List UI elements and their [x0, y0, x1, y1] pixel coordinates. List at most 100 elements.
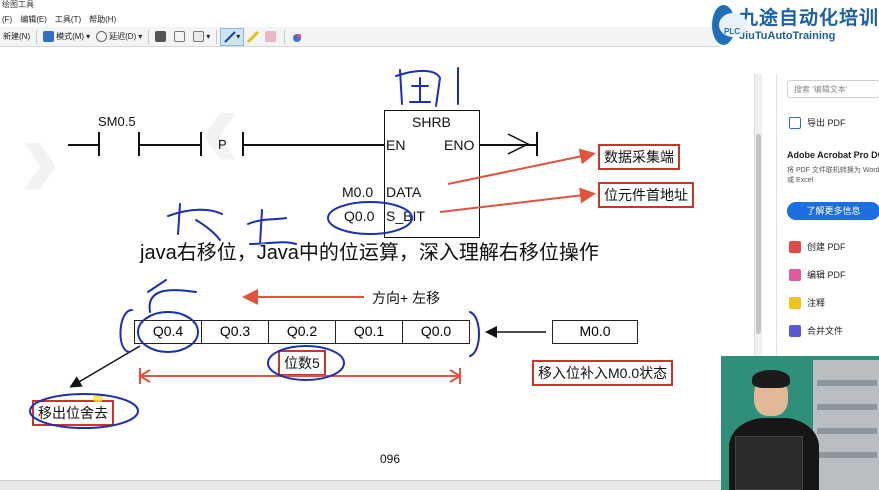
export-pdf-icon — [789, 116, 801, 129]
mode-icon — [43, 31, 55, 42]
rig-row — [817, 380, 877, 386]
logo-badge-text: PLC — [724, 27, 740, 36]
rig-row — [817, 428, 877, 434]
combine-files-item[interactable]: 合并文件 — [789, 324, 843, 337]
send-icon — [193, 31, 205, 42]
save-button[interactable] — [152, 28, 171, 46]
mode-button[interactable]: 模式(M) ▾ — [40, 28, 93, 46]
toolbar-divider — [216, 29, 218, 44]
save-icon — [155, 31, 167, 42]
plc-badge-icon: PLC — [712, 5, 747, 45]
contact-label: SM0.5 — [98, 114, 136, 129]
clock-icon — [96, 31, 108, 42]
sbit-pin: S_BIT — [386, 208, 425, 224]
edit-pdf-icon — [789, 268, 801, 281]
create-pdf-item[interactable]: 创建 PDF — [789, 240, 846, 253]
p-contact-left-bar — [200, 132, 202, 156]
en-pin: EN — [386, 137, 406, 153]
toolbar-divider — [284, 29, 286, 44]
shift-out-arrow — [69, 345, 141, 388]
menu-help[interactable]: 帮助(H) — [89, 14, 117, 24]
chevron-down-icon[interactable]: ▾ — [138, 32, 143, 41]
create-pdf-icon — [789, 240, 801, 253]
combine-files-label: 合并文件 — [807, 326, 844, 336]
data-pin: DATA — [386, 184, 422, 200]
new-label: 新建(N) — [3, 32, 31, 41]
rung-wire — [138, 144, 200, 146]
window-title: 绘图工具 — [0, 0, 879, 12]
rung-wire — [242, 144, 384, 146]
rung-end-bar — [536, 132, 538, 156]
combine-files-icon — [789, 324, 801, 337]
watermark-shape: ‹ — [200, 60, 240, 194]
chevron-down-icon[interactable]: ▾ — [236, 32, 241, 41]
copy-button[interactable] — [171, 28, 190, 46]
highlighter-icon — [247, 30, 260, 43]
direction-label: 方向+ 左移 — [372, 290, 441, 306]
chevron-down-icon[interactable]: ▾ — [206, 32, 211, 41]
send-button[interactable]: ▾ — [190, 28, 213, 46]
contact-left-bar — [98, 132, 100, 156]
learn-more-button[interactable]: 了解更多信息 — [787, 202, 879, 220]
register-cell: Q0.0 — [402, 320, 470, 344]
menu-bar: (F) 编辑(E) 工具(T) 帮助(H) — [0, 12, 879, 26]
eraser-button[interactable] — [262, 28, 281, 46]
shift-out-note: 移出位舍去 — [32, 400, 114, 426]
chevron-down-icon[interactable]: ▾ — [86, 32, 91, 41]
toolbar-divider — [148, 29, 150, 44]
p-label: P — [218, 137, 227, 152]
delay-button[interactable]: 延迟(D) ▾ — [93, 28, 145, 46]
new-button[interactable]: 新建(N) — [0, 28, 33, 46]
logo-cn: 九途自动化培训 — [738, 7, 879, 29]
sbit-input: Q0.0 — [344, 208, 375, 224]
data-input: M0.0 — [342, 184, 374, 200]
webcam-overlay — [721, 356, 879, 490]
register-cell: Q0.3 — [201, 320, 269, 344]
delay-label: 延迟(D) — [109, 32, 137, 41]
bit-start-note: 位元件首地址 — [598, 182, 694, 208]
comment-label: 注释 — [807, 298, 826, 308]
input-cell: M0.0 — [552, 320, 638, 344]
pen-button[interactable]: ▾ — [220, 27, 245, 46]
edit-pdf-label: 编辑 PDF — [807, 270, 846, 280]
acrobat-side-panel: 搜索 '编辑文本' 导出 PDF Adobe Acrobat Pro DC 将 … — [776, 74, 879, 364]
pen-icon — [224, 30, 236, 43]
promo-title: Adobe Acrobat Pro DC — [787, 150, 879, 160]
panel-search-input[interactable]: 搜索 '编辑文本' — [787, 80, 879, 98]
highlighter-button[interactable] — [244, 28, 262, 46]
copy-icon — [174, 31, 186, 42]
block-name: SHRB — [412, 114, 451, 130]
menu-tools[interactable]: 工具(T) — [54, 14, 82, 24]
rig-row — [817, 404, 877, 410]
drawing-canvas[interactable]: › ‹ SM0.5 P SHRB EN ENO M0.0 DATA Q0.0 S… — [0, 48, 752, 480]
comment-icon — [789, 296, 801, 309]
eraser-icon — [265, 31, 277, 42]
color-drop-icon — [293, 33, 302, 42]
vertical-scrollbar[interactable] — [754, 74, 762, 480]
register-cell: Q0.2 — [268, 320, 336, 344]
comment-item[interactable]: 注释 — [789, 296, 825, 309]
page-number: 096 — [380, 452, 401, 466]
eno-pin: ENO — [444, 137, 475, 153]
menu-edit[interactable]: 编辑(E) — [20, 14, 47, 24]
export-pdf-item[interactable]: 导出 PDF — [789, 116, 846, 129]
fill-in-note: 移入位补入M0.0状态 — [532, 360, 674, 386]
color-button[interactable] — [288, 28, 306, 46]
toolbar: 新建(N) 模式(M) ▾ 延迟(D) ▾ ▾ ▾ — [0, 27, 720, 47]
bit-count-note: 位数5 — [278, 350, 326, 376]
eno-wire — [480, 144, 536, 146]
brand-logo: PLC 九途自动化培训 JiuTuAutoTraining — [712, 2, 879, 48]
span-arrow-right — [449, 369, 462, 383]
edit-pdf-item[interactable]: 编辑 PDF — [789, 268, 846, 281]
laptop-image — [735, 436, 803, 490]
rig-row — [817, 452, 877, 458]
toolbar-divider — [36, 29, 38, 44]
promo-desc: 将 PDF 文件联机转换为 Word 或 Excel — [787, 167, 879, 184]
menu-file[interactable]: (F) — [2, 14, 13, 24]
mode-label: 模式(M) — [56, 32, 85, 41]
logo-en: JiuTuAutoTraining — [738, 29, 836, 42]
watermark-shape: › — [20, 90, 60, 224]
status-bar — [0, 480, 721, 490]
span-arrow-left — [138, 369, 151, 383]
